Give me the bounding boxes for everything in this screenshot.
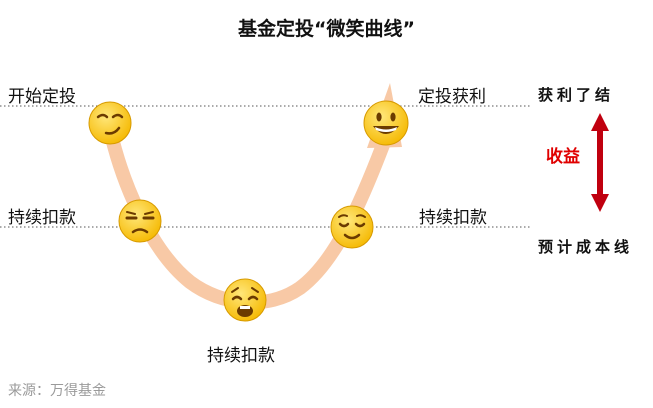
weary-emoji-icon	[223, 278, 267, 322]
grinning-emoji-icon	[363, 100, 409, 146]
income-double-arrow	[591, 113, 609, 212]
source-note: 来源：万得基金	[8, 383, 106, 399]
label-start-investing: 开始定投	[8, 87, 76, 107]
smirk-emoji-icon	[88, 101, 132, 145]
label-take-profit: 获利了结	[538, 86, 615, 104]
label-investment-profit: 定投获利	[418, 87, 486, 107]
label-left-continue-deduction: 持续扣款	[8, 208, 76, 228]
label-expected-cost-line: 预计成本线	[538, 238, 634, 256]
diagram-title: 基金定投“微笑曲线”	[238, 18, 415, 40]
label-bottom-continue-deduction: 持续扣款	[207, 346, 275, 366]
unamused-emoji-icon	[118, 199, 162, 243]
label-income: 收益	[546, 147, 580, 167]
label-right-continue-deduction: 持续扣款	[419, 208, 487, 228]
relieved-emoji-icon	[330, 205, 374, 249]
